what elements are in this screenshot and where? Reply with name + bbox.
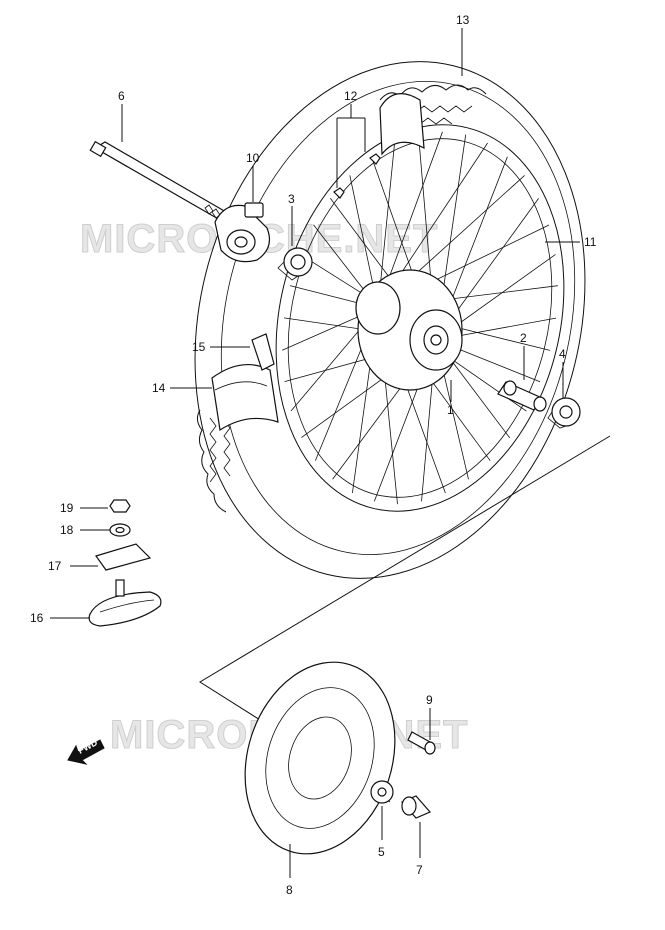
axle: [89, 140, 234, 225]
bearing-right: [547, 397, 581, 429]
callout-7: 7: [416, 863, 423, 877]
callout-18: 18: [60, 523, 74, 537]
callout-4: 4: [559, 347, 566, 361]
callout-16: 16: [30, 611, 44, 625]
leader-lines: [50, 28, 580, 878]
callout-17: 17: [48, 559, 62, 573]
callout-13: 13: [456, 13, 470, 27]
tire-section: [379, 93, 425, 156]
rim-lock-plate: [95, 543, 152, 571]
rim-lock-washer: [109, 523, 131, 537]
callouts: 13 12 6 10 3 11 15 14 2 4 1 19 18 17 16 …: [30, 13, 597, 897]
callout-6: 6: [118, 89, 125, 103]
axle-spacer: [401, 795, 431, 819]
callout-3: 3: [288, 192, 295, 206]
callout-8: 8: [286, 883, 293, 897]
inner-tube: [211, 364, 279, 432]
callout-14: 14: [152, 381, 166, 395]
callout-19: 19: [60, 501, 74, 515]
callout-5: 5: [378, 845, 385, 859]
callout-12: 12: [344, 89, 358, 103]
callout-11: 11: [584, 235, 597, 249]
hub: [355, 269, 463, 391]
speedometer-collar: [214, 202, 270, 263]
tire: [194, 61, 586, 579]
oil-seal: [370, 780, 394, 804]
callout-10: 10: [246, 151, 260, 165]
valve-cap: [251, 333, 275, 371]
callout-9: 9: [426, 693, 433, 707]
spoke-nipples: [333, 153, 381, 199]
rim-lock-nut: [109, 499, 131, 513]
callout-2: 2: [520, 331, 527, 345]
forward-arrow-icon: FWD: [67, 737, 105, 765]
callout-15: 15: [192, 340, 206, 354]
bearing-left: [277, 247, 313, 281]
disc-bolt: [407, 731, 436, 755]
callout-1: 1: [447, 403, 454, 417]
spacer: [497, 380, 547, 412]
brake-disc: [244, 661, 396, 855]
rim-lock: [88, 579, 162, 627]
